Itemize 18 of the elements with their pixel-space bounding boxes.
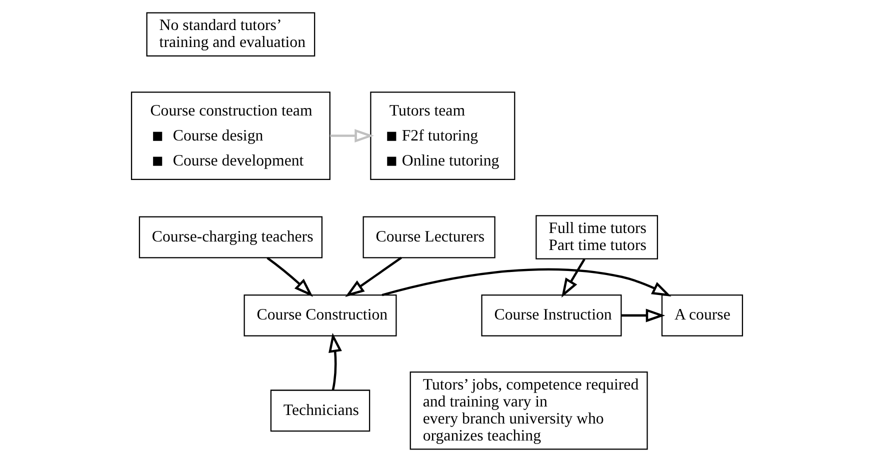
arrow bbox=[266, 257, 313, 297]
arrow bbox=[328, 332, 342, 390]
node-box: Course Construction bbox=[243, 294, 396, 336]
node-box: Course Instruction bbox=[480, 294, 622, 336]
node-box: Technicians bbox=[270, 390, 370, 432]
node-box: Course Lecturers bbox=[362, 216, 495, 258]
arrow bbox=[381, 268, 671, 296]
node-box: Course construction team Course design Course development bbox=[130, 92, 330, 180]
arrow bbox=[330, 129, 374, 143]
node-box: Tutors team F2f tutoring Online tutoring bbox=[370, 92, 515, 180]
arrow bbox=[560, 258, 585, 298]
node-box: Tutors’ jobs, competence required and training vary in every branch university who organizes teaching bbox=[409, 372, 648, 450]
node-box: No standard tutors’ training and evaluation bbox=[146, 12, 315, 56]
node-box: A course bbox=[660, 294, 743, 336]
node-box: Full time tutors Part time tutors bbox=[535, 215, 658, 260]
node-box: Course-charging teachers bbox=[138, 216, 322, 258]
arrow bbox=[344, 256, 402, 297]
arrow bbox=[620, 308, 665, 322]
